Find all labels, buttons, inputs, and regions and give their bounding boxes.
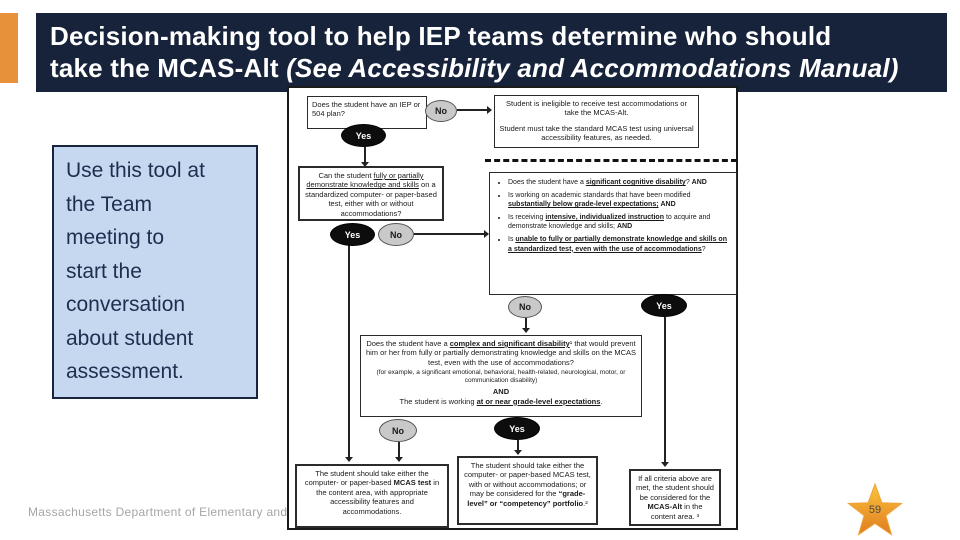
criteria-item: Is receiving intensive, individualized i…	[508, 213, 728, 231]
note-line: about student	[66, 326, 194, 350]
dashed-separator	[485, 159, 737, 162]
note-line: assessment.	[66, 360, 184, 383]
star-icon	[847, 482, 903, 536]
flow-complex-disability-box: Does the student have a complex and sign…	[360, 335, 642, 417]
note-line: Use this tool at	[66, 159, 205, 182]
criteria-item: Is working on academic standards that ha…	[508, 191, 728, 209]
yes-oval: Yes	[641, 294, 687, 317]
title-manual-reference: (See Accessibility and Accommodations Ma…	[286, 53, 899, 83]
accent-bar	[0, 13, 18, 83]
criteria-item: Does the student have a significant cogn…	[508, 178, 728, 187]
criteria-item: Is unable to fully or partially demonstr…	[508, 235, 728, 253]
arrow-no-to-complex	[522, 318, 530, 333]
yes-oval: Yes	[341, 124, 386, 147]
yes-oval: Yes	[494, 417, 540, 440]
flow-criteria-box: Does the student have a significant cogn…	[489, 172, 737, 295]
arrow-yes-to-mcas-alt	[661, 317, 669, 467]
title-line-1: Decision-making tool to help IEP teams d…	[50, 21, 832, 51]
footer-attribution: Massachusetts Department of Elementary a…	[28, 505, 300, 519]
arrow-no-to-standard-test	[395, 442, 403, 462]
flow-question-iep: Does the student have an IEP or 504 plan…	[307, 96, 427, 129]
page-number-star: 59	[843, 482, 907, 540]
note-line: meeting to	[66, 226, 165, 249]
arrow-no-to-ineligible	[457, 106, 492, 114]
arrow-yes-to-portfolio	[514, 440, 522, 455]
criteria-list: Does the student have a significant cogn…	[494, 176, 732, 260]
page-number: 59	[868, 504, 882, 516]
flow-outcome-standard-test: The student should take either the compu…	[295, 464, 449, 528]
note-box: Use this tool at the Team meeting to sta…	[52, 145, 258, 399]
flow-question-standardized-test: Can the student fully or partially demon…	[298, 166, 444, 221]
arrow-yes-to-can	[361, 147, 369, 167]
arrow-no-to-criteria	[414, 230, 489, 238]
flow-outcome-mcas-alt: If all criteria above are met, the stude…	[629, 469, 721, 526]
note-line: conversation	[66, 293, 186, 316]
arrow-yes-to-standard-test	[345, 245, 353, 462]
flow-outcome-portfolio: The student should take either the compu…	[457, 456, 598, 525]
flow-ineligible-box: Student is ineligible to receive test ac…	[494, 95, 699, 148]
decision-flowchart: Does the student have an IEP or 504 plan…	[287, 86, 738, 530]
no-oval: No	[508, 296, 542, 318]
note-line: the Team	[66, 192, 152, 216]
no-oval: No	[378, 223, 414, 246]
note-line: start the	[66, 259, 142, 283]
no-oval: No	[379, 419, 417, 442]
yes-oval: Yes	[330, 223, 375, 246]
no-oval: No	[425, 100, 457, 122]
title-line-2: take the MCAS-Alt (See Accessibility and…	[50, 53, 899, 83]
slide-title: Decision-making tool to help IEP teams d…	[36, 13, 947, 92]
